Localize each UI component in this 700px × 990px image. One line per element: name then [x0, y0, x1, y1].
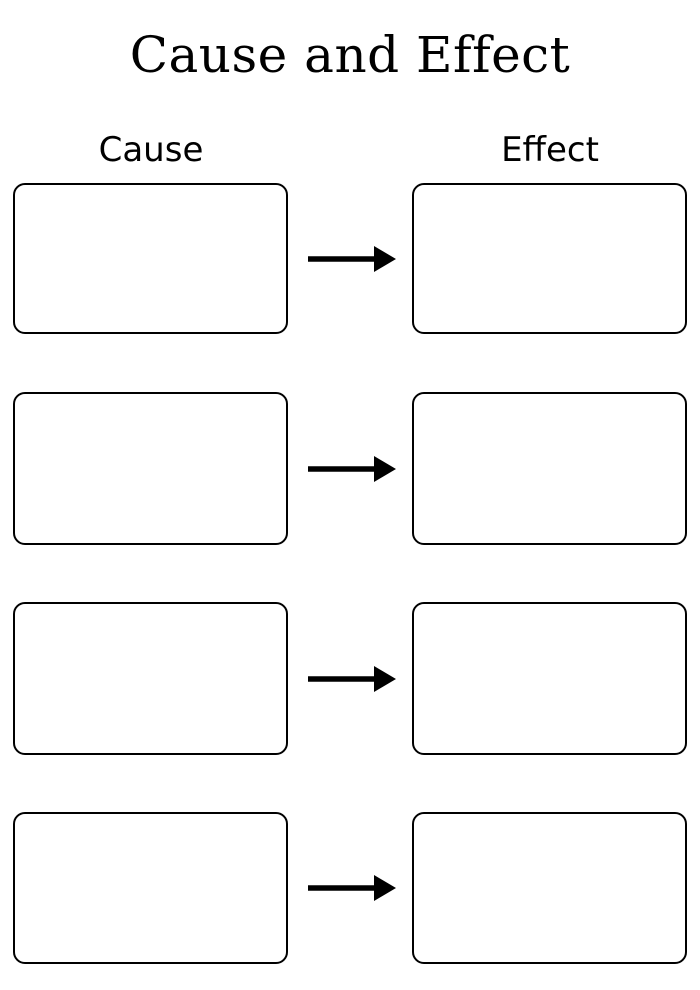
cause-box[interactable]: [13, 392, 288, 545]
arrow-right-icon: [306, 454, 398, 484]
arrow-right-icon: [306, 873, 398, 903]
effect-box[interactable]: [412, 183, 687, 334]
cause-box[interactable]: [13, 602, 288, 755]
cause-effect-row: [0, 602, 700, 755]
arrow-right-icon: [306, 664, 398, 694]
cause-box[interactable]: [13, 183, 288, 334]
effect-box[interactable]: [412, 392, 687, 545]
cause-effect-row: [0, 812, 700, 964]
column-header-cause: Cause: [98, 130, 204, 170]
cause-effect-row: [0, 392, 700, 545]
cause-box[interactable]: [13, 812, 288, 964]
cause-effect-row: [0, 183, 700, 334]
arrow-right-icon: [306, 244, 398, 274]
page-title: Cause and Effect: [129, 26, 571, 84]
effect-box[interactable]: [412, 602, 687, 755]
effect-box[interactable]: [412, 812, 687, 964]
column-header-effect: Effect: [501, 130, 599, 170]
